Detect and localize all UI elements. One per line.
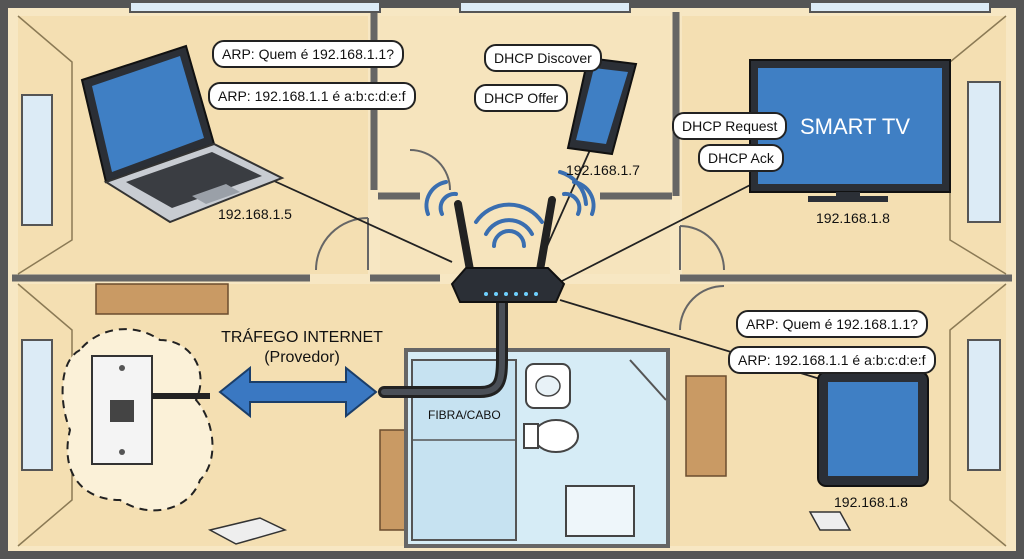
- fiber-cable-label: FIBRA/CABO: [428, 408, 501, 422]
- tablet-bubble-arp-reply: ARP: 192.168.1.1 é a:b:c:d:e:f: [728, 346, 936, 374]
- tablet: [817, 371, 929, 487]
- tablet-ip: 192.168.1.8: [834, 494, 908, 510]
- wall-socket: [91, 355, 153, 465]
- laptop: [80, 44, 285, 224]
- tv-bubble-ack: DHCP Ack: [698, 144, 784, 172]
- phone-bubble-discover: DHCP Discover: [484, 44, 602, 72]
- internet-arrow: [218, 365, 378, 419]
- connection-lines: [249, 149, 831, 383]
- laptop-bubble-arp-request: ARP: Quem é 192.168.1.1?: [212, 40, 404, 68]
- laptop-ip: 192.168.1.5: [218, 206, 292, 222]
- tv-screen-label: SMART TV: [800, 114, 911, 139]
- smart-tv: [749, 59, 951, 202]
- bathroom: [404, 348, 670, 548]
- phone-ip: 192.168.1.7: [566, 162, 640, 178]
- router: [450, 196, 566, 303]
- tv-ip: 192.168.1.8: [816, 210, 890, 226]
- internet-traffic-title: TRÁFEGO INTERNET: [221, 329, 383, 346]
- phone-bubble-offer: DHCP Offer: [474, 84, 569, 112]
- internet-traffic-subtitle: (Provedor): [264, 349, 340, 366]
- tv-bubble-request: DHCP Request: [672, 112, 788, 140]
- wifi-icon: [424, 170, 596, 248]
- laptop-bubble-arp-reply: ARP: 192.168.1.1 é a:b:c:d:e:f: [208, 82, 416, 110]
- furniture: [95, 283, 727, 531]
- tablet-bubble-arp-request: ARP: Quem é 192.168.1.1?: [736, 310, 928, 338]
- windows: [21, 1, 1001, 471]
- smartphone: [566, 56, 638, 156]
